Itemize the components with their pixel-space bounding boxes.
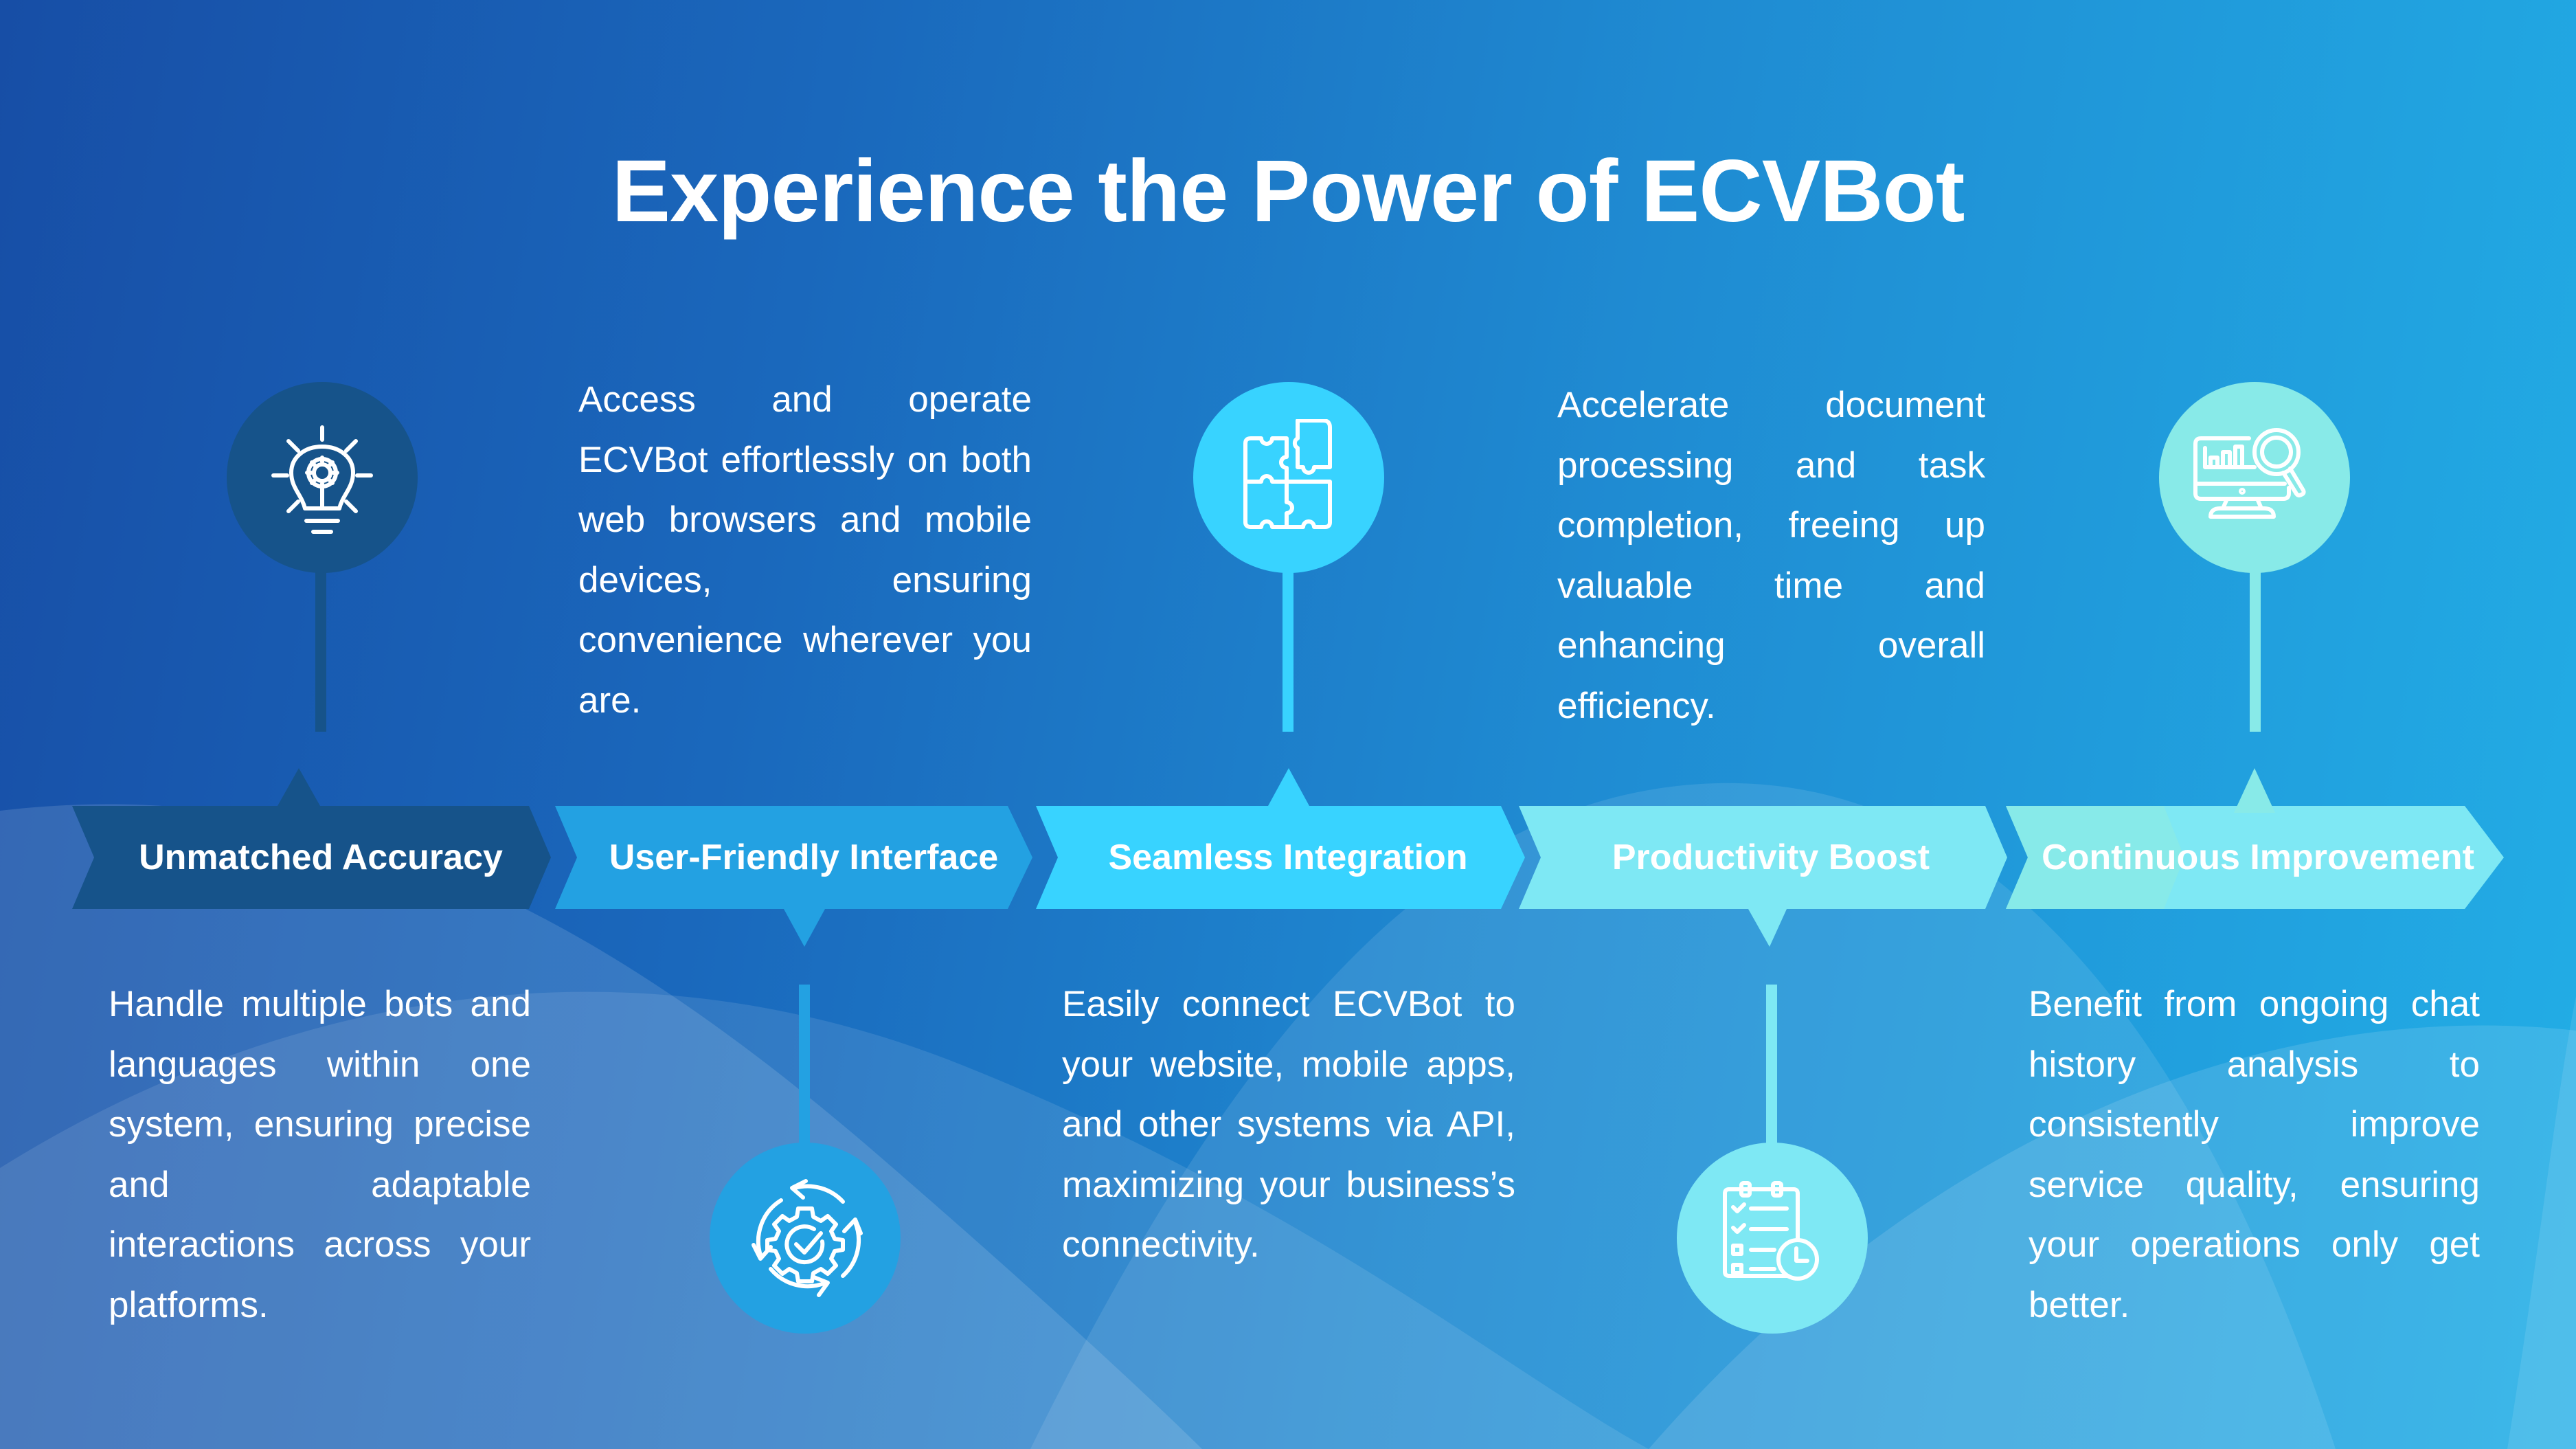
step-1-label: Unmatched Accuracy — [139, 838, 503, 877]
step-5-label: Continuous Improvement — [2042, 838, 2474, 877]
step-1-description: Handle multiple bots and languages withi… — [109, 984, 531, 1325]
chevron-step-1 — [72, 806, 551, 909]
checklist-clock-icon — [1723, 1181, 1819, 1281]
pointer-down-step-2 — [784, 909, 825, 947]
pointer-up-step-3 — [1268, 768, 1309, 806]
chevron-step-2 — [555, 806, 1032, 909]
step-2-description: Access and operate ECVBot effortlessly o… — [578, 379, 1032, 721]
chevron-step-5-accent — [2006, 806, 2184, 909]
pointer-down-step-4 — [1748, 909, 1787, 947]
step-4-icon-circle — [1677, 1143, 1868, 1334]
gear-check-cycle-icon — [752, 1179, 863, 1297]
chevron-step-4 — [1519, 806, 2007, 909]
step-3-description: Easily connect ECVBot to your website, m… — [1062, 984, 1515, 1265]
pointer-up-step-5 — [2234, 768, 2275, 813]
step-3-icon-circle — [1193, 382, 1384, 573]
lightbulb-gear-icon — [271, 425, 373, 534]
step-5-icon-circle — [2159, 382, 2350, 573]
pointer-up-step-1 — [278, 768, 320, 806]
step-4-label: Productivity Boost — [1612, 838, 1930, 877]
connector-step-3 — [1283, 563, 1293, 732]
connector-step-4 — [1766, 985, 1777, 1149]
monitor-chart-search-icon — [2193, 428, 2306, 519]
chevron-step-3 — [1036, 806, 1525, 909]
page-title: Experience the Power of ECVBot — [611, 142, 1965, 240]
step-3-label: Seamless Integration — [1108, 838, 1468, 877]
connector-step-1 — [315, 563, 326, 732]
step-5-description: Benefit from ongoing chat history analys… — [2029, 984, 2480, 1325]
step-2-label: User-Friendly Interface — [609, 838, 999, 877]
step-1-icon-circle — [227, 382, 418, 573]
step-4-description: Accelerate document processing and task … — [1557, 385, 1985, 726]
connector-step-5 — [2250, 563, 2261, 732]
connector-step-2 — [799, 985, 810, 1149]
puzzle-pieces-icon — [1243, 419, 1332, 529]
step-2-icon-circle — [710, 1143, 901, 1334]
